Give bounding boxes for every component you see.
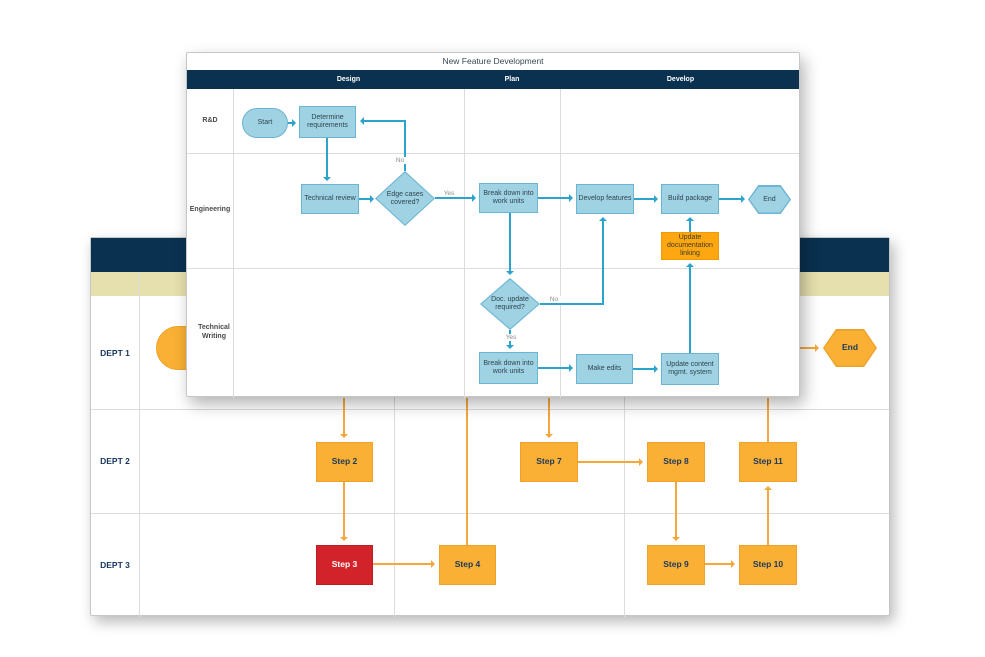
connector-techreview-decision (359, 195, 374, 203)
front-phase-divider-1 (464, 89, 465, 398)
connector-docupdate-no-vertical (599, 217, 607, 305)
connector-docupdate-no-horizontal (540, 303, 604, 305)
node-label: Step 2 (331, 456, 358, 467)
connector-makeedits-updatecontent (633, 365, 658, 373)
node-step8: Step 8 (647, 442, 705, 482)
node-label: Step 11 (753, 456, 783, 467)
node-label: Start (257, 119, 273, 127)
node-label: Break down into work units (483, 360, 534, 375)
front-lane-divider-2 (187, 268, 799, 269)
connector-develop-build (634, 195, 658, 203)
decision-label: Doc. update required? (491, 296, 529, 311)
connector-step2-step3 (340, 482, 348, 541)
node-label: Step 8 (663, 456, 689, 467)
connector-no-loop-horizontal (360, 117, 406, 125)
node-end-back: End (823, 329, 877, 367)
node-step7: Step 7 (520, 442, 578, 482)
hexagon-fill (824, 330, 876, 366)
lane-label-dept1: DEPT 1 (100, 347, 130, 358)
connector-yes-breakdown-eng (435, 194, 476, 202)
branch-label-edge-cases-yes: Yes (439, 190, 459, 197)
node-determine-requirements: Determine requirements (299, 106, 356, 138)
lane-label-technical-writing: Technical Writing (198, 324, 230, 340)
node-develop-features: Develop features (576, 184, 634, 214)
lane-label-engineering: Engineering (189, 206, 231, 214)
decision-edge-cases-covered: Edge cases covered? (375, 171, 435, 226)
connector-determine-techreview (323, 138, 331, 181)
front-header-band (187, 70, 799, 89)
phase-develop: Develop (666, 76, 695, 83)
node-technical-review: Technical review (301, 184, 359, 214)
node-build-package: Build package (661, 184, 719, 214)
node-label: Build package (668, 195, 712, 203)
connector-no-loop-vertical (404, 120, 406, 171)
connector-breakdowntw-makeedits (538, 364, 573, 372)
front-phase-divider-2 (560, 89, 561, 398)
node-breakdown-engineering: Break down into work units (479, 183, 538, 213)
front-lane-divider-1 (187, 153, 799, 154)
connector-updatecontent-updatedoc (686, 263, 694, 353)
node-label: End (841, 342, 859, 353)
connector-step10-step11 (764, 486, 772, 545)
node-step9: Step 9 (647, 545, 705, 585)
back-lane-divider-1 (91, 409, 889, 410)
connector-into-end (791, 344, 819, 352)
back-label-column-divider (139, 272, 140, 617)
node-update-documentation-linking: Update documentation linking (661, 232, 719, 260)
node-label: End (763, 195, 776, 203)
connector-step9-step10 (705, 560, 735, 568)
lane-label-dept3: DEPT 3 (100, 560, 130, 570)
connector-build-end (719, 195, 745, 203)
diagram-title: New Feature Development (442, 56, 544, 66)
node-label: Develop features (578, 195, 632, 203)
node-start-front: Start (242, 108, 288, 138)
node-label: Update documentation linking (667, 234, 713, 257)
node-label: Step 4 (454, 559, 481, 570)
connector-step11-up (767, 398, 769, 442)
node-step10: Step 10 (739, 545, 797, 585)
lane-label-dept2: DEPT 2 (100, 456, 130, 466)
node-breakdown-technical-writing: Break down into work units (479, 352, 538, 384)
back-phase-divider-1 (394, 272, 395, 617)
node-label: Make edits (587, 365, 622, 373)
front-label-column-divider (233, 89, 234, 398)
connector-step4-up (466, 398, 468, 545)
front-flowchart-card: New Feature Development Design Plan Deve… (186, 52, 800, 398)
decision-doc-update-required: Doc. update required? (480, 278, 540, 330)
phase-design: Design (336, 76, 361, 83)
node-label: Step 10 (752, 559, 784, 570)
node-end-front: End (748, 185, 791, 214)
connector-updatedoc-build (686, 217, 694, 232)
branch-label-doc-update-no: No (545, 296, 563, 303)
hexagon-fill (749, 186, 790, 213)
node-label: Step 9 (663, 559, 689, 570)
lane-label-rnd: R&D (202, 116, 218, 124)
connector-start-determine (288, 119, 296, 127)
node-label: Technical review (304, 195, 356, 203)
branch-label-doc-update-yes: Yes (501, 334, 521, 341)
connector-into-step2 (340, 398, 348, 438)
node-step2: Step 2 (316, 442, 373, 482)
node-label: Step 3 (331, 559, 358, 570)
node-update-content-mgmt: Update content mgmt. system (661, 353, 719, 385)
node-label: Update content mgmt. system (666, 361, 714, 376)
node-step4: Step 4 (439, 545, 496, 585)
connector-step7-step8 (578, 458, 643, 466)
connector-breakdown-develop (538, 194, 573, 202)
node-label: Break down into work units (483, 190, 534, 205)
node-label: Determine requirements (307, 114, 348, 129)
branch-label-edge-cases-no: No (391, 157, 409, 164)
node-make-edits: Make edits (576, 354, 633, 384)
connector-step8-step9 (672, 482, 680, 541)
connector-breakdown-docupdate (506, 213, 514, 275)
connector-into-step7 (545, 398, 553, 438)
back-phase-divider-2 (624, 272, 625, 617)
decision-label: Edge cases covered? (386, 190, 424, 206)
back-lane-divider-2 (91, 513, 889, 514)
node-label: Step 7 (536, 456, 562, 467)
phase-plan: Plan (504, 76, 520, 83)
node-step11: Step 11 (739, 442, 797, 482)
node-step3: Step 3 (316, 545, 373, 585)
connector-step3-step4 (373, 560, 435, 568)
